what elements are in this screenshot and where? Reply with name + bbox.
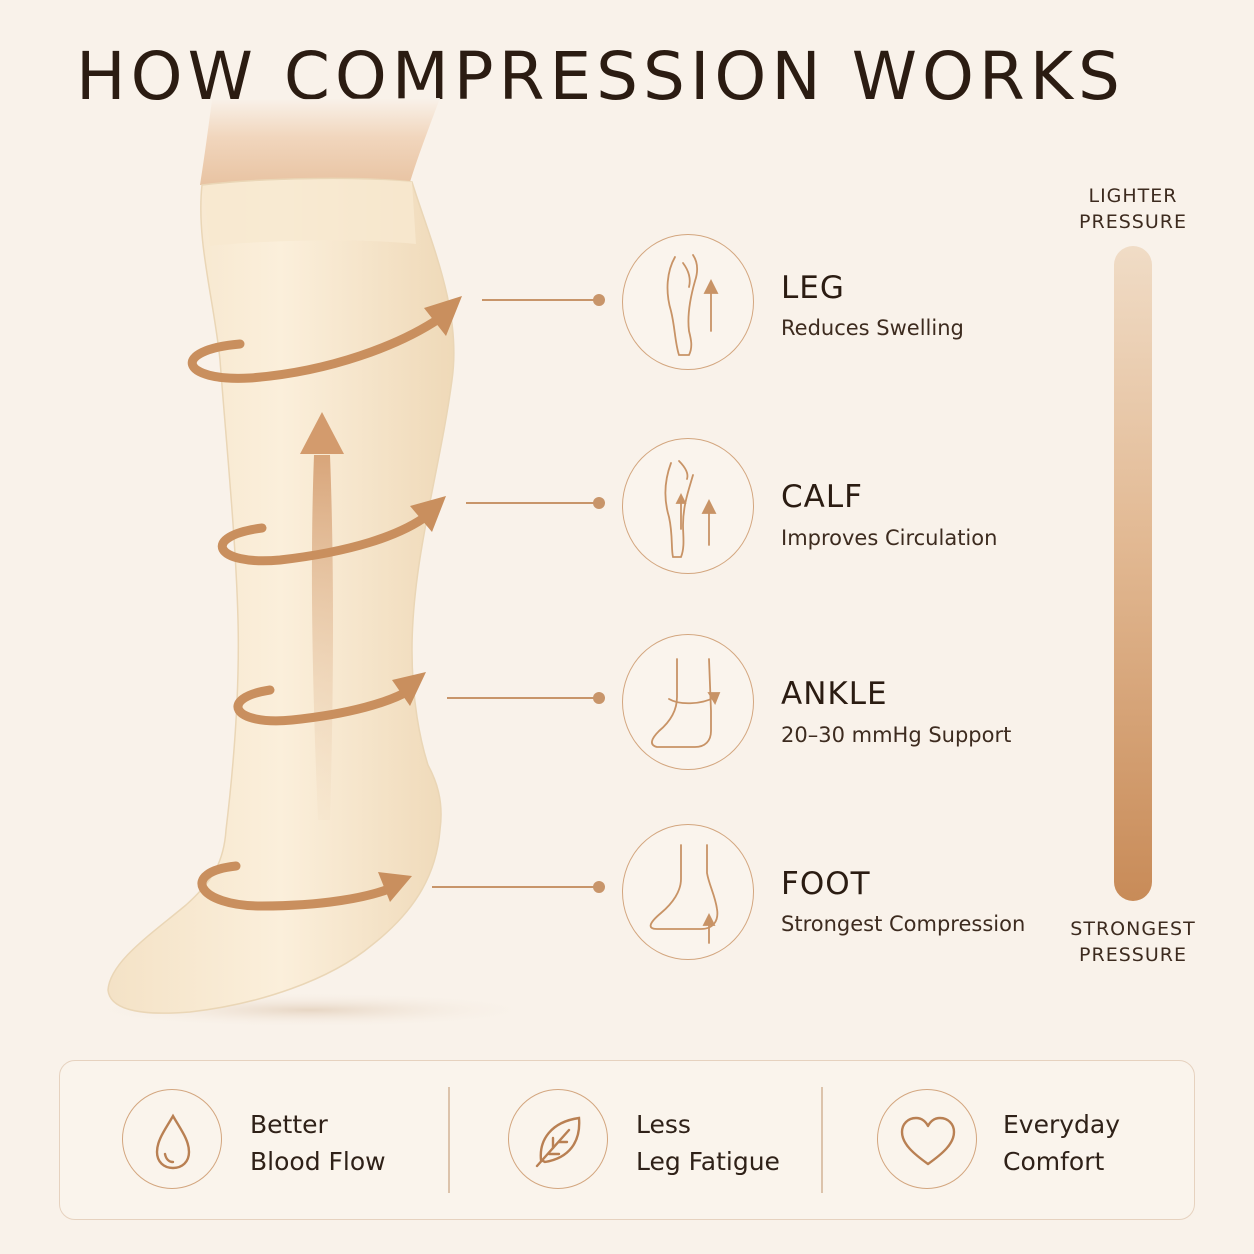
connector-ankle: [447, 692, 605, 704]
pressure-gradient-bar: [1114, 246, 1152, 901]
benefit-divider: [448, 1087, 450, 1193]
zone-title-calf: CALF: [781, 479, 863, 515]
zone-title-foot: FOOT: [781, 866, 871, 902]
benefit-label-blood-flow: Better Blood Flow: [250, 1110, 386, 1176]
spiral-arrowhead-ankle: [392, 672, 426, 706]
zone-desc-ankle: 20–30 mmHg Support: [781, 723, 1012, 747]
zone-desc-leg: Reduces Swelling: [781, 316, 964, 340]
spiral-arrowhead-foot: [378, 872, 412, 902]
compression-spiral-leg: [188, 313, 445, 383]
benefit-label-leg-fatigue: Less Leg Fatigue: [636, 1110, 780, 1176]
calf-icon: [622, 438, 754, 574]
sock-body: [107, 177, 455, 1014]
zone-title-ankle: ANKLE: [781, 676, 888, 712]
benefit-divider: [821, 1087, 823, 1193]
zone-title-leg: LEG: [781, 270, 845, 306]
benefit-label-everyday-comfort: Everyday Comfort: [1003, 1110, 1121, 1176]
upward-flow-arrow: [311, 455, 333, 820]
connector-leg: [482, 294, 605, 306]
compression-spiral-ankle: [233, 685, 415, 726]
pressure-scale-bottom-label: STRONGEST PRESSURE: [1070, 918, 1196, 966]
water-drop-icon: [122, 1089, 222, 1189]
ankle-icon: [622, 634, 754, 770]
compression-spiral-calf: [217, 510, 433, 566]
sock-cuff: [203, 179, 416, 246]
leg-icon: [622, 234, 754, 370]
leg-skin: [200, 98, 440, 185]
foot-icon: [622, 824, 754, 960]
spiral-arrowhead-calf: [410, 496, 446, 532]
zone-desc-calf: Improves Circulation: [781, 526, 998, 550]
leaf-icon: [508, 1089, 608, 1189]
zone-desc-foot: Strongest Compression: [781, 912, 1026, 936]
connector-foot: [432, 881, 605, 893]
compression-spiral-foot: [197, 861, 401, 911]
heart-icon: [877, 1089, 977, 1189]
benefits-panel: [59, 1060, 1195, 1220]
upward-flow-arrowhead: [300, 412, 344, 454]
connector-calf: [466, 497, 605, 509]
compression-sock-illustration: [80, 98, 540, 1028]
pressure-scale-top-label: LIGHTER PRESSURE: [1079, 185, 1187, 233]
spiral-arrowhead-leg: [424, 296, 462, 336]
